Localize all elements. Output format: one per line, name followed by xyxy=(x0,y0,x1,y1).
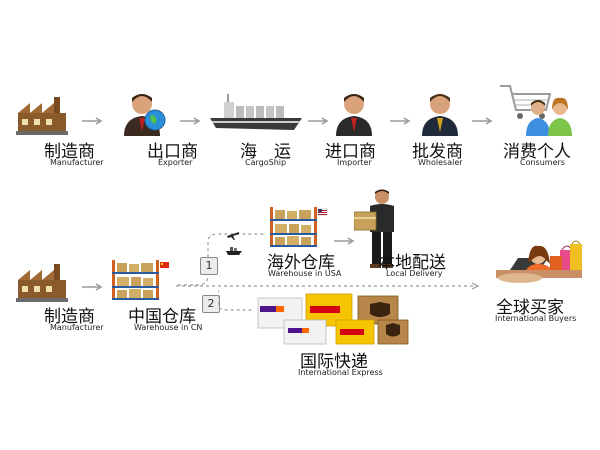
factory-icon xyxy=(14,262,70,304)
businessman-icon xyxy=(420,90,460,136)
cargo-ship-icon xyxy=(208,92,304,134)
row2-manufacturer-en: Manufacturer xyxy=(50,323,104,332)
express-packages-icon xyxy=(254,292,414,346)
row2-usa-warehouse-en: Warehouse in USA xyxy=(268,269,342,278)
row2-express-en: International Express xyxy=(298,368,383,377)
arrow-icon xyxy=(180,117,202,125)
row1-consumers-zh: 消费个人 xyxy=(503,142,571,162)
row2-express-zh: 国际快递 xyxy=(300,352,368,372)
row2-buyers-zh: 全球买家 xyxy=(496,298,564,318)
row1-consumers-en: Consumers xyxy=(520,158,565,167)
row1-cargoship-zh: 海 运 xyxy=(240,142,291,162)
factory-icon xyxy=(14,95,70,137)
main-route-line xyxy=(176,282,486,292)
row1-exporter-en: Exporter xyxy=(158,158,193,167)
businessman-globe-icon xyxy=(120,88,166,136)
delivery-man-icon xyxy=(354,188,400,268)
small-ship-icon xyxy=(226,246,242,256)
route-2-label: 2 xyxy=(207,297,215,310)
row1-wholesaler-en: Wholesaler xyxy=(418,158,463,167)
airplane-icon xyxy=(226,228,240,242)
row2-cn-warehouse-en: Warehouse in CN xyxy=(134,323,203,332)
row1-importer-en: Importer xyxy=(337,158,372,167)
row2-local-delivery-zh: 本地配送 xyxy=(378,253,446,273)
route-1-label: 1 xyxy=(205,259,213,272)
row1-exporter-zh: 出口商 xyxy=(147,142,198,162)
row1-manufacturer-zh: 制造商 xyxy=(44,142,95,162)
row1-wholesaler-zh: 批发商 xyxy=(412,142,463,162)
route-2-line xyxy=(218,290,258,320)
warehouse-shelves-icon xyxy=(110,258,170,302)
arrow-icon xyxy=(390,117,412,125)
row1-cargoship-en: CargoShip xyxy=(245,158,287,167)
route-2-badge: 2 xyxy=(202,295,220,313)
route-1-badge: 1 xyxy=(200,257,218,275)
online-shopper-icon xyxy=(490,236,586,290)
businessman-icon xyxy=(334,90,374,136)
warehouse-shelves-icon xyxy=(268,205,328,249)
shopping-cart-people-icon xyxy=(496,80,576,136)
row2-local-delivery-en: Local Delivery xyxy=(386,269,443,278)
row2-usa-warehouse-zh: 海外仓库 xyxy=(267,253,335,273)
arrow-icon xyxy=(472,117,494,125)
row2-buyers-en: International Buyers xyxy=(495,314,577,323)
arrow-icon xyxy=(308,117,330,125)
arrow-icon xyxy=(82,117,104,125)
row2-cn-warehouse-zh: 中国仓库 xyxy=(128,307,196,327)
arrow-icon xyxy=(334,237,356,245)
row1-importer-zh: 进口商 xyxy=(325,142,376,162)
arrow-icon xyxy=(82,283,104,291)
row2-manufacturer-zh: 制造商 xyxy=(44,307,95,327)
row1-manufacturer-en: Manufacturer xyxy=(50,158,104,167)
route-1-line xyxy=(178,230,268,290)
